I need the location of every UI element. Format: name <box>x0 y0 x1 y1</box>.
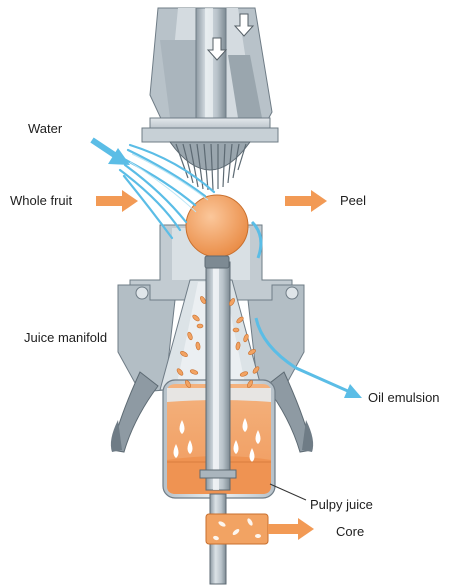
label-oil-emulsion: Oil emulsion <box>368 390 440 405</box>
whole-fruit-arrow-icon <box>96 190 138 212</box>
water-arrow-icon <box>92 140 130 165</box>
core-chute <box>206 514 268 544</box>
core-arrow-icon <box>268 518 314 540</box>
peel-arrow-icon <box>285 190 327 212</box>
label-juice-manifold: Juice manifold <box>24 330 107 345</box>
upper-cup-frame <box>142 8 278 142</box>
upper-cup-fingers <box>170 142 250 190</box>
label-core: Core <box>336 524 364 539</box>
pulpy-juice-leader <box>270 484 306 500</box>
label-peel: Peel <box>340 193 366 208</box>
label-water: Water <box>28 121 63 136</box>
label-pulpy-juice: Pulpy juice <box>310 497 373 512</box>
label-whole-fruit: Whole fruit <box>10 193 73 208</box>
